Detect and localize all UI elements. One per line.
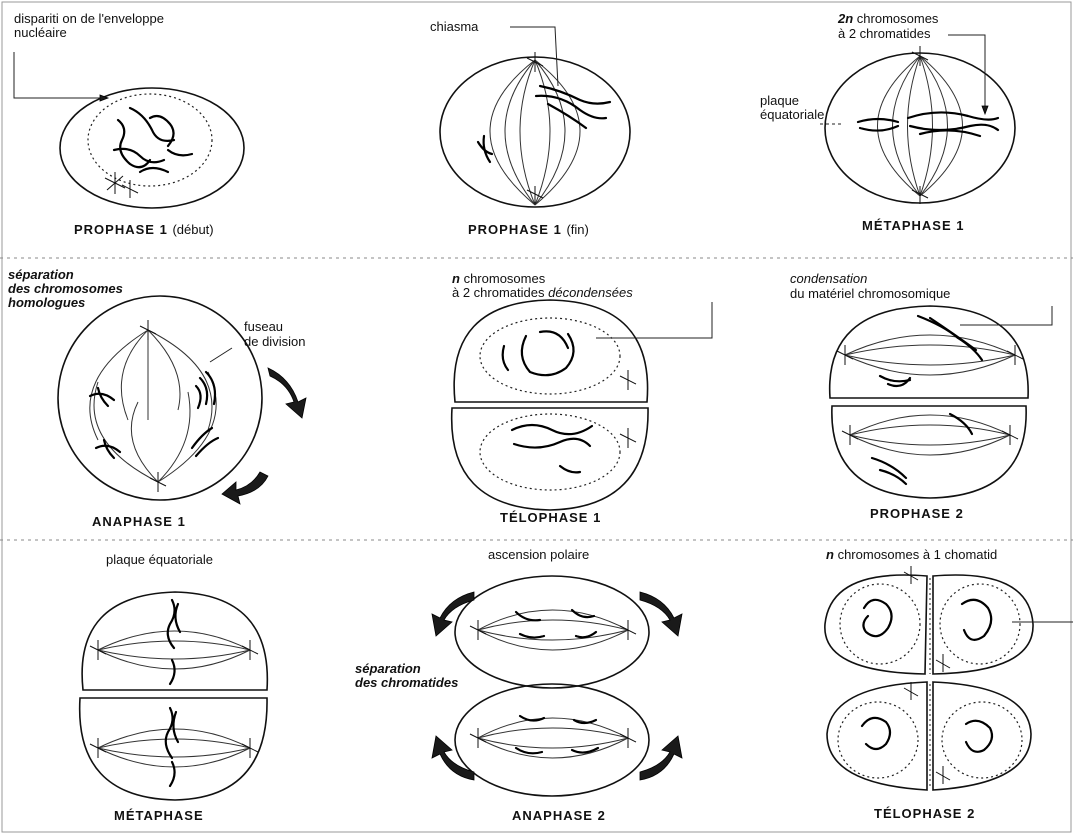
label-separation: séparation — [8, 268, 74, 282]
label-fuseau: fuseau — [244, 320, 283, 334]
cell-telophase1 — [452, 300, 712, 510]
label-2n: 2n — [838, 11, 853, 26]
label-decondensed: décondensées — [548, 285, 633, 300]
caption-text: PROPHASE 1 — [74, 222, 168, 237]
label-nuclear: nucléaire — [14, 26, 67, 40]
leader-line — [948, 35, 985, 108]
label-condensation: condensation — [790, 272, 867, 286]
label-de-division: de division — [244, 335, 305, 349]
cell-metaphase1 — [820, 35, 1015, 204]
curved-arrow — [640, 736, 682, 780]
caption-telophase2: TÉLOPHASE 2 — [874, 806, 975, 821]
label-2-chromatids: à 2 chromatides — [838, 27, 931, 41]
caption-sub: (début) — [172, 222, 213, 237]
curved-arrow — [222, 472, 268, 504]
label-chromosomal-material: du matériel chromosomique — [790, 287, 950, 301]
caption-anaphase2: ANAPHASE 2 — [512, 808, 606, 823]
curved-arrow — [268, 368, 306, 418]
label-ascension-polaire: ascension polaire — [488, 548, 589, 562]
label-nuclear-envelope: dispariti on de l'enveloppe — [14, 12, 164, 26]
centrosome — [912, 46, 928, 204]
label-n-chromosomes-1-chromatid: n chromosomes à 1 chomatid — [826, 548, 997, 562]
label-n: n — [826, 547, 834, 562]
cell-telophase2 — [825, 566, 1073, 790]
cell-prophase1-fin — [440, 27, 630, 207]
label-plaque: plaque — [760, 94, 799, 108]
leader-line — [210, 348, 232, 362]
label-separation-chromatids: séparation — [355, 662, 421, 676]
label-n: n — [452, 271, 460, 286]
label-chromosomes: chromosomes — [464, 271, 546, 286]
label-chromosomes: chromosomes — [857, 11, 939, 26]
cell-prophase1-debut — [14, 52, 244, 208]
centrosome — [620, 370, 636, 448]
leader-line — [596, 302, 712, 338]
label-chromatids-decondensed: à 2 chromatides décondensées — [452, 286, 633, 300]
caption-prophase1-debut: PROPHASE 1 (début) — [74, 222, 214, 237]
caption-prophase1-fin: PROPHASE 1 (fin) — [468, 222, 589, 237]
curved-arrow — [640, 592, 682, 636]
curved-arrow — [432, 736, 474, 780]
caption-text: PROPHASE 1 — [468, 222, 562, 237]
label-n-chromosomes: n chromosomes — [452, 272, 545, 286]
label-2-chromatids: à 2 chromatides — [452, 285, 545, 300]
caption-sub: (fin) — [566, 222, 588, 237]
caption-prophase2: PROPHASE 2 — [870, 506, 964, 521]
label-plaque-equatoriale: plaque équatoriale — [106, 553, 213, 567]
label-homologues: homologues — [8, 296, 85, 310]
label-2n-chromosomes: 2n chromosomes — [838, 12, 938, 26]
label-des-chromosomes: des chromosomes — [8, 282, 123, 296]
label-chiasma: chiasma — [430, 20, 478, 34]
label-des-chromatides: des chromatides — [355, 676, 458, 690]
caption-telophase1: TÉLOPHASE 1 — [500, 510, 601, 525]
label-chromosomes-1-chromatid: chromosomes à 1 chomatid — [838, 547, 998, 562]
leader-line — [960, 306, 1052, 325]
cell-prophase2 — [830, 306, 1052, 498]
caption-metaphase1: MÉTAPHASE 1 — [862, 218, 965, 233]
caption-anaphase1: ANAPHASE 1 — [92, 514, 186, 529]
label-equatoriale: équatoriale — [760, 108, 824, 122]
centrosome — [105, 172, 138, 198]
curved-arrow — [432, 592, 474, 636]
centrosome — [837, 345, 1023, 445]
leader-line — [14, 52, 100, 98]
caption-metaphase2: MÉTAPHASE — [114, 808, 204, 823]
cell-metaphase2 — [80, 592, 268, 800]
cell-anaphase2 — [432, 576, 682, 796]
